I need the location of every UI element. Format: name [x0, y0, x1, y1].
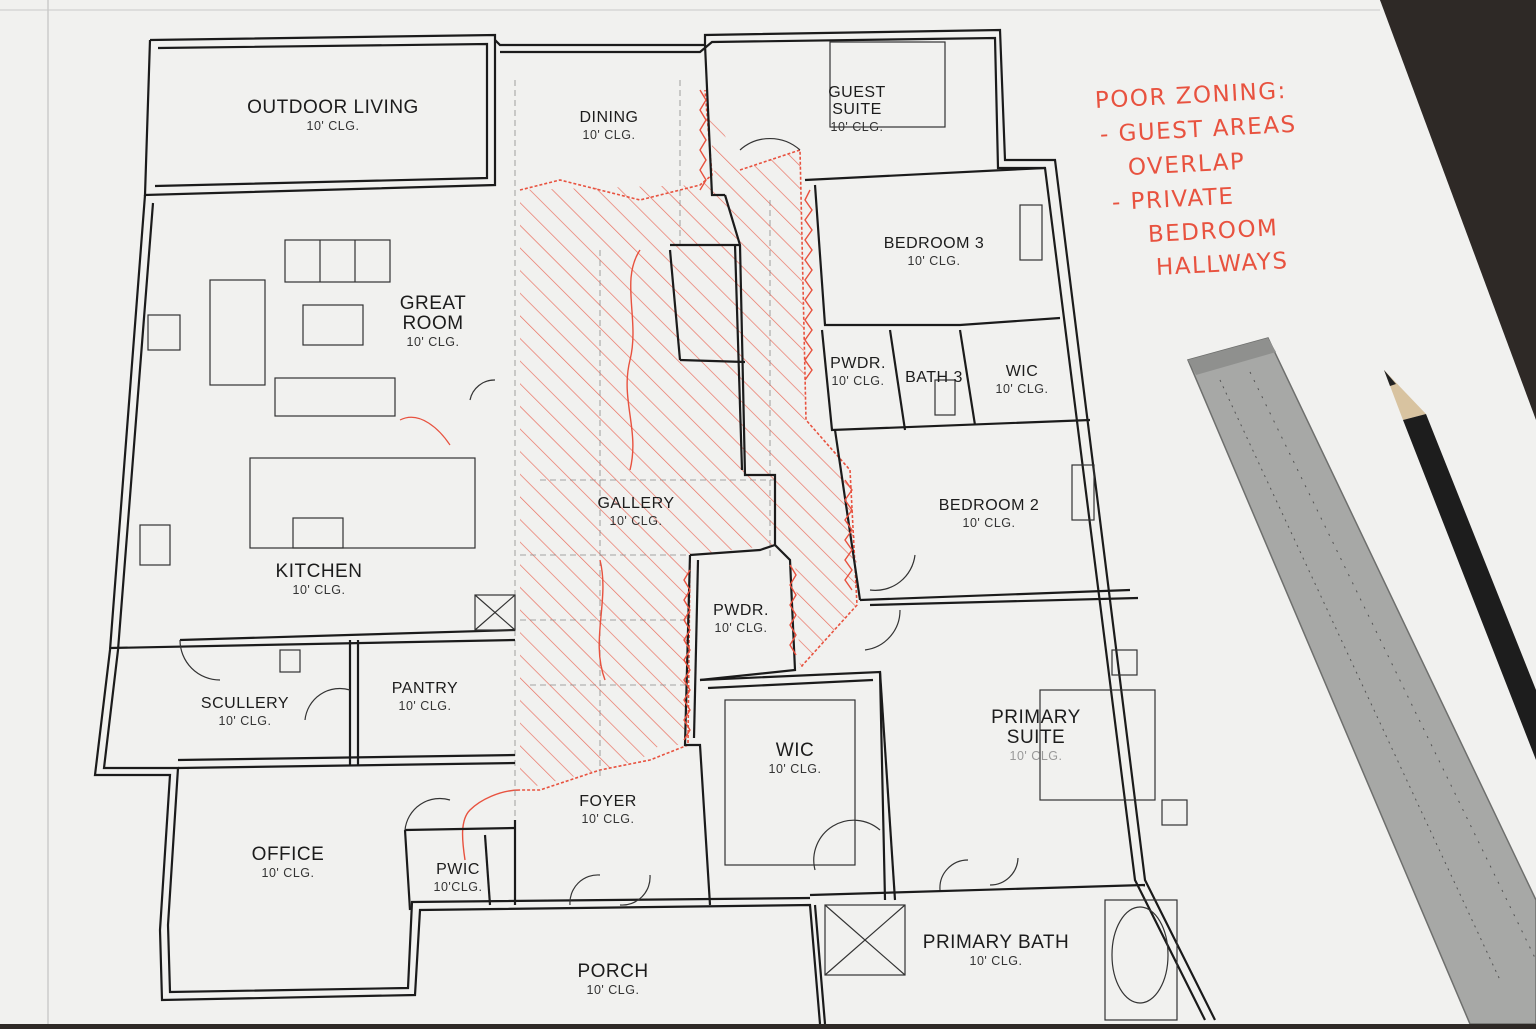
room-name: PWDR.: [713, 602, 769, 619]
room-wic-lower: WIC 10' CLG.: [769, 741, 822, 776]
ceiling-height: 10' CLG.: [292, 582, 346, 597]
ceiling-height: 10' CLG.: [907, 253, 961, 268]
ceiling-height: 10' CLG.: [261, 865, 315, 880]
room-name: OFFICE: [251, 844, 325, 865]
room-foyer: FOYER 10' CLG.: [579, 793, 637, 826]
room-bath-3: BATH 3: [905, 369, 963, 387]
room-bedroom-2: BEDROOM 2 10' CLG.: [938, 497, 1040, 530]
interior-walls: [668, 44, 1146, 1025]
room-name-line1: GREAT: [399, 293, 467, 314]
ceiling-height: 10' CLG.: [830, 119, 884, 134]
room-name: WIC: [1005, 363, 1039, 380]
room-name-line1: GUEST: [828, 84, 886, 101]
room-pwdr-upper: PWDR. 10' CLG.: [830, 355, 886, 388]
room-pwdr-middle: PWDR. 10' CLG.: [713, 602, 769, 635]
room-name: GALLERY: [597, 495, 675, 512]
room-name: PRIMARY BATH: [922, 932, 1070, 953]
room-name: BEDROOM 2: [938, 497, 1040, 514]
room-name-line2: ROOM: [402, 312, 464, 334]
ceiling-height: 10' CLG.: [962, 515, 1016, 530]
room-pantry: PANTRY 10' CLG.: [391, 680, 459, 713]
ceiling-height: 10' CLG.: [969, 953, 1023, 968]
ceiling-height: 10' CLG.: [714, 620, 768, 635]
room-wic-upper: WIC 10' CLG.: [995, 363, 1049, 396]
ceiling-height: 10' CLG.: [586, 982, 640, 997]
room-name: FOYER: [579, 793, 637, 810]
room-primary-bath: PRIMARY BATH 10' CLG.: [923, 933, 1069, 968]
room-name-line1: PRIMARY: [991, 707, 1081, 728]
ceiling-height: 10' CLG.: [582, 127, 636, 142]
steel-ruler: [1186, 337, 1536, 1025]
room-gallery: GALLERY 10' CLG.: [597, 495, 675, 528]
ceiling-height: 10' CLG.: [306, 118, 360, 133]
ceiling-height: 10' CLG.: [1009, 748, 1063, 763]
room-name: DINING: [579, 109, 639, 126]
ceiling-height: 10' CLG.: [768, 761, 822, 776]
ceiling-height: 10' CLG.: [218, 713, 272, 728]
ceiling-height: 10' CLG.: [995, 381, 1049, 396]
ceiling-height: 10' CLG.: [581, 811, 635, 826]
room-great-room: GREAT ROOM 10' CLG.: [400, 294, 467, 349]
redline-squiggles: [598, 89, 853, 741]
room-name-line2: SUITE: [1006, 726, 1066, 748]
room-guest-suite: GUEST SUITE 10' CLG.: [828, 84, 886, 134]
room-name: KITCHEN: [275, 561, 363, 582]
pencil: [1384, 370, 1536, 760]
room-name: PWIC: [436, 861, 480, 878]
room-primary-suite: PRIMARY SUITE 10' CLG.: [991, 708, 1081, 763]
ceiling-height: 10' CLG.: [609, 513, 663, 528]
room-name: OUTDOOR LIVING: [247, 97, 419, 118]
ceiling-height: 10' CLG.: [831, 373, 885, 388]
ceiling-height: 10'CLG.: [433, 879, 483, 894]
room-name: BEDROOM 3: [883, 235, 985, 252]
fixtures: [139, 41, 1188, 1021]
room-name-line2: SUITE: [832, 100, 882, 118]
room-name: PANTRY: [391, 680, 459, 697]
room-name: WIC: [775, 740, 815, 761]
room-pwic: PWIC 10'CLG.: [433, 861, 483, 894]
room-name: PORCH: [577, 961, 649, 982]
room-kitchen: KITCHEN 10' CLG.: [276, 562, 363, 597]
room-dining: DINING 10' CLG.: [579, 109, 639, 142]
room-name: BATH 3: [905, 369, 963, 386]
exterior-walls: [93, 28, 1216, 1025]
room-name: SCULLERY: [200, 695, 290, 712]
room-name: PWDR.: [830, 355, 886, 372]
room-bedroom-3: BEDROOM 3 10' CLG.: [883, 235, 985, 268]
ceiling-height: 10' CLG.: [406, 334, 460, 349]
ceiling-height: 10' CLG.: [398, 698, 452, 713]
room-outdoor-living: OUTDOOR LIVING 10' CLG.: [247, 98, 419, 133]
room-porch: PORCH 10' CLG.: [577, 962, 648, 997]
room-office: OFFICE 10' CLG.: [252, 845, 325, 880]
room-scullery: SCULLERY 10' CLG.: [200, 695, 290, 728]
